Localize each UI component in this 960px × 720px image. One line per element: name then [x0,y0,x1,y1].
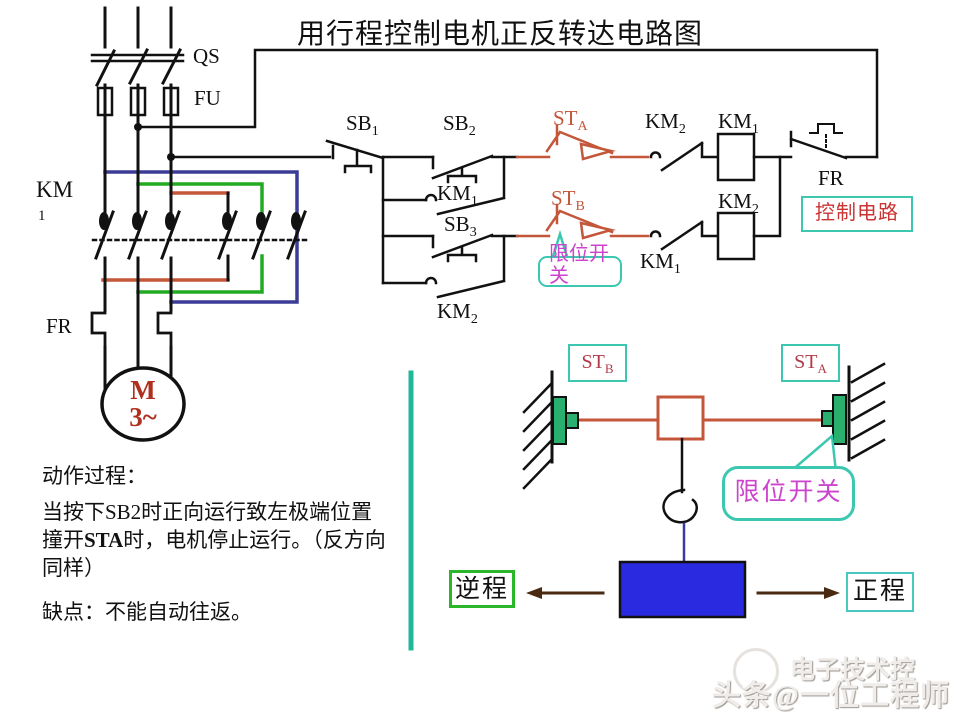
travel-arrows [526,587,840,599]
sta-label: STA [553,106,588,135]
control-circuit-box: 控制电路 [801,196,913,232]
km1-coil [716,132,756,182]
watermark-credit: 头条@一位工程师 [712,680,950,712]
limit-actuator-left [552,396,579,445]
mechanism-diagram [408,362,886,651]
page-title: 用行程控制电机正反转达电路图 [297,19,704,50]
km2-interlock-label: KM2 [645,109,686,138]
km1-coil-label: KM1 [718,109,759,138]
main-contacts [91,210,309,260]
right-wall [847,362,886,462]
hook [662,488,698,524]
motor-label: M 3~ [129,375,157,432]
km2-interlock-contact [649,141,720,172]
limit-switch-callout-big: 限位开关 [722,466,855,521]
km2-coil-label: KM2 [718,189,759,218]
km1-selfhold-contact [381,155,506,216]
phase-line-1 [94,6,117,215]
limit-actuator-right [821,394,847,445]
reverse-travel-box: 逆程 [449,570,515,608]
fu-label: FU [194,86,221,110]
km2-coil [716,211,756,261]
fr-ctrl-label: FR [818,166,844,190]
watermark-face-icon [733,648,779,694]
description-drawback: 缺点：不能自动往返。 [42,600,252,624]
left-wall [522,370,554,490]
control-circuit [136,48,879,299]
sb2-label: SB2 [443,111,476,140]
km1-selfhold-label: KM1 [437,181,478,210]
thermal-relay-fr [90,306,173,352]
limit-switch-sta [515,124,650,161]
limit-switch-stb [515,203,650,240]
fr-main-label: FR [46,314,72,338]
main-circuit [90,6,309,442]
motor-circle [100,366,186,442]
reversal-wire-red [101,191,230,282]
watermark-channel: 电子技术控 [790,657,916,684]
stb-mech-box: STB [568,344,627,382]
limit-switch-callout-small-text: 限位开 关 [549,243,609,287]
work-table [618,560,747,619]
km1-interlock-label: KM1 [640,249,681,278]
slider-block [656,395,705,441]
description-heading: 动作过程： [42,464,147,488]
sta-mech-box: STA [781,344,840,382]
qs-switch [90,53,185,63]
fuse-fu [96,86,180,117]
fr-control-contact [789,123,879,160]
sb3-label: SB3 [444,212,477,241]
start-button-sb2 [431,154,519,184]
qs-label: QS [193,44,220,68]
stb-label: STB [551,186,585,215]
forward-travel-box: 正程 [846,572,914,612]
stop-button-sb1 [325,139,385,174]
km1-interlock-contact [649,220,720,251]
description-body: 当按下SB2时正向运行致左极端位置撞开STA时，电机停止运行。（反方向同样） [42,500,386,580]
km2-selfhold-contact [381,234,506,299]
start-button-sb3 [431,233,519,263]
km2-selfhold-label: KM2 [437,299,478,328]
km-main-label: KM 1 [36,177,74,224]
limit-switch-callout-small-box [538,256,622,287]
sb1-label: SB1 [346,111,379,140]
reversal-wire-green [136,182,264,294]
